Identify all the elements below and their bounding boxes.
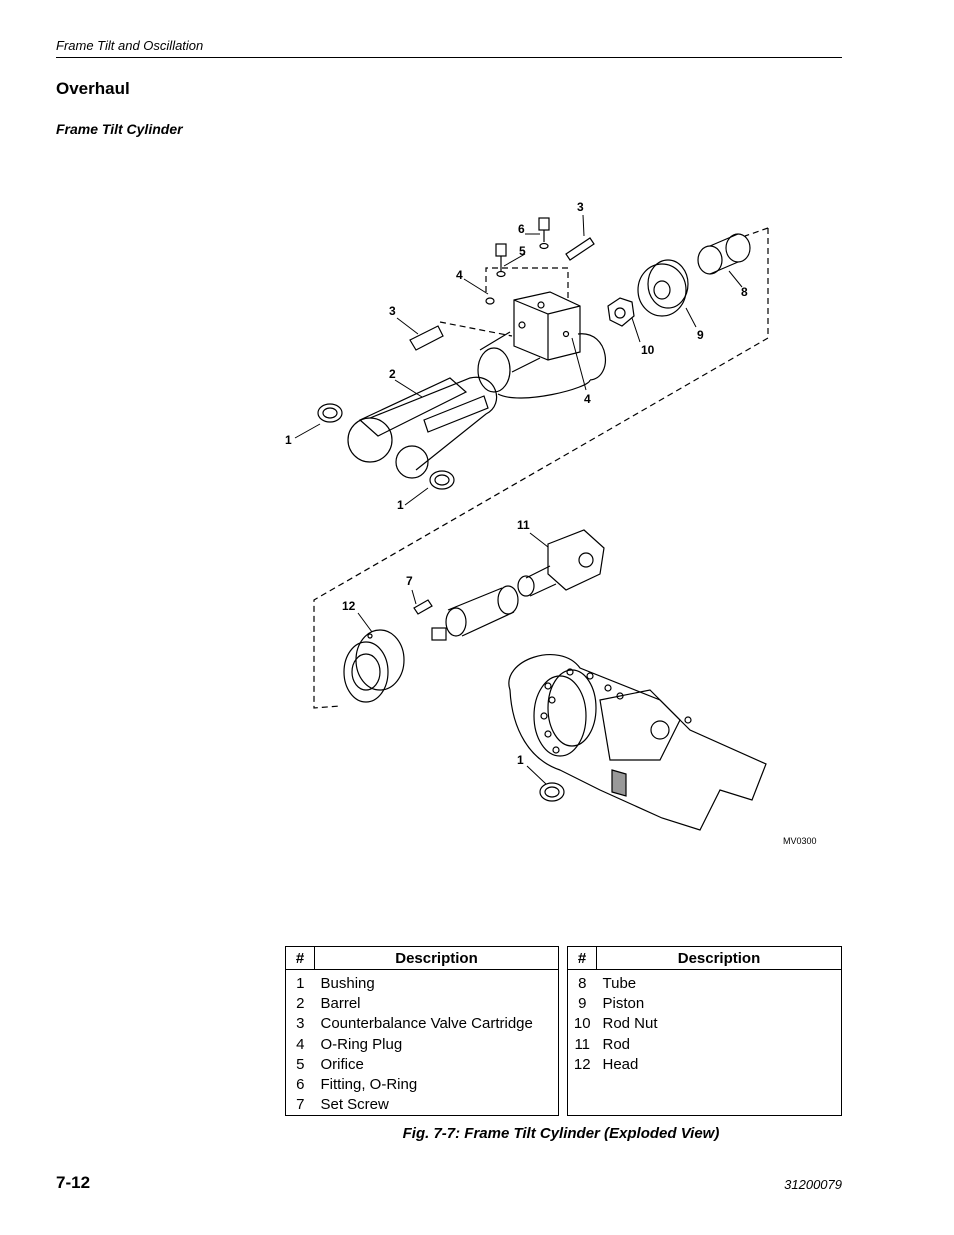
- part-description: Tube: [602, 974, 637, 992]
- rod: [413, 529, 605, 641]
- table-row: 8 Tube: [568, 970, 842, 994]
- callout-11: 11: [517, 518, 530, 532]
- piston: [637, 259, 689, 317]
- callout-7: 7: [406, 574, 413, 588]
- column-header-number: #: [567, 946, 597, 970]
- tube: [697, 233, 751, 275]
- parts-table-right: # Description 8 Tube 9 Piston 10 Rod Nut 11…: [567, 946, 842, 1117]
- bushings: [317, 403, 565, 802]
- table-row: [568, 1074, 842, 1094]
- part-number: 3: [296, 1015, 305, 1033]
- part-description: Barrel: [320, 994, 361, 1012]
- figure-caption: Fig. 7-7: Frame Tilt Cylinder (Exploded …: [402, 1125, 720, 1142]
- callout-10: 10: [641, 343, 655, 357]
- assembly-dashed-outline: [313, 228, 769, 709]
- running-header: Frame Tilt and Oscillation: [56, 38, 204, 53]
- callout-2: 2: [389, 367, 396, 381]
- callout-12: 12: [342, 599, 356, 613]
- head: [343, 629, 405, 703]
- part-description: Rod Nut: [602, 1015, 658, 1033]
- document-number: 31200079: [784, 1177, 842, 1192]
- callout-1-left: 1: [285, 433, 292, 447]
- part-description: Bushing: [320, 974, 375, 992]
- page-number: 7-12: [56, 1173, 91, 1192]
- part-number: 5: [296, 1055, 305, 1073]
- exploded-view-figure: 3 6 5 4 8 3 9 10 2 4 1 1 11 7 12 1 MV030…: [285, 200, 817, 846]
- callout-3-left: 3: [389, 304, 396, 318]
- table-row: 7 Set Screw: [286, 1095, 559, 1116]
- callout-4-right: 4: [584, 392, 591, 406]
- table-row: 1 Bushing: [286, 970, 559, 994]
- callout-8: 8: [741, 285, 748, 299]
- table-row: 2 Barrel: [286, 993, 559, 1013]
- part-description: Piston: [602, 994, 645, 1012]
- part-description: Set Screw: [320, 1096, 389, 1114]
- table-row: 12 Head: [568, 1054, 842, 1074]
- callout-6: 6: [518, 222, 525, 236]
- table-row: 5 Orifice: [286, 1054, 559, 1074]
- callout-4-top: 4: [456, 268, 463, 282]
- exploded-view-drawing: [294, 214, 769, 831]
- table-row: 4 O-Ring Plug: [286, 1034, 559, 1054]
- part-description: Head: [602, 1055, 639, 1073]
- figure-code: MV0300: [783, 836, 817, 846]
- part-number: 2: [296, 994, 305, 1012]
- part-description: Counterbalance Valve Cartridge: [320, 1015, 533, 1033]
- table-row: [568, 1095, 842, 1116]
- part-number: 4: [296, 1035, 305, 1053]
- table-row: 11 Rod: [568, 1034, 842, 1054]
- axle-assembly: [508, 653, 767, 831]
- header-rule: [56, 57, 842, 58]
- callout-5: 5: [519, 244, 526, 258]
- valve-cartridge-left: [409, 325, 444, 351]
- rod-nut: [607, 297, 635, 327]
- part-description: Fitting, O-Ring: [320, 1076, 418, 1094]
- part-description: O-Ring Plug: [320, 1035, 403, 1053]
- part-description: Orifice: [320, 1055, 364, 1073]
- fittings: [485, 217, 595, 305]
- part-number: 6: [296, 1076, 305, 1094]
- part-number: 7: [296, 1096, 305, 1114]
- subsection-title: Frame Tilt Cylinder: [56, 121, 183, 137]
- part-number: 9: [578, 994, 587, 1012]
- callout-1-axle: 1: [517, 753, 524, 767]
- callout-1-lower: 1: [397, 498, 404, 512]
- part-number: 1: [296, 974, 305, 992]
- table-row: 3 Counterbalance Valve Cartridge: [286, 1014, 559, 1034]
- hub-bolts: [540, 668, 692, 754]
- table-row: 10 Rod Nut: [568, 1014, 842, 1034]
- parts-table-left: # Description 1 Bushing 2 Barrel 3 Counterb…: [285, 946, 559, 1117]
- callout-3-top: 3: [577, 200, 584, 214]
- barrel: [347, 331, 606, 479]
- table-row: 6 Fitting, O-Ring: [286, 1074, 559, 1094]
- valve-block: [513, 291, 581, 361]
- leader-lines: [294, 214, 743, 785]
- section-title: Overhaul: [56, 79, 130, 98]
- part-number: 10: [573, 1015, 591, 1033]
- column-header-number: #: [285, 946, 315, 970]
- column-header-description: Description: [596, 946, 842, 970]
- assembly-dashed-outline-upper: [439, 227, 769, 337]
- callout-9: 9: [697, 328, 704, 342]
- part-description: Rod: [602, 1035, 631, 1053]
- table-row: 9 Piston: [568, 993, 842, 1013]
- part-number: 11: [574, 1035, 591, 1053]
- column-header-description: Description: [314, 946, 559, 970]
- part-number: 12: [573, 1055, 591, 1073]
- part-number: 8: [578, 974, 587, 992]
